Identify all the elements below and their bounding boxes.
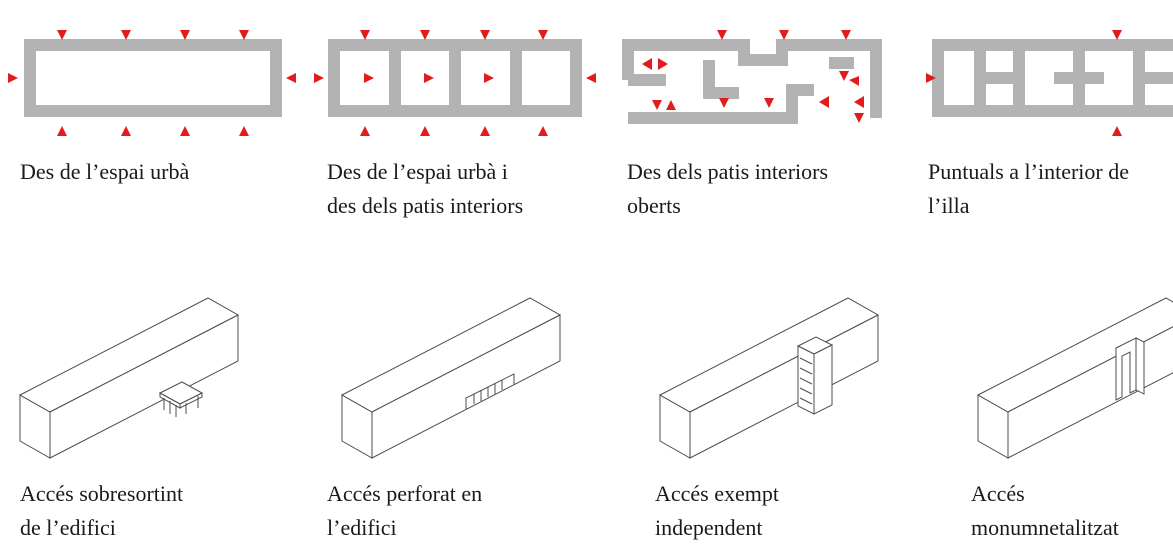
caption-open-courtyards: Des dels patis interiors oberts (627, 155, 828, 223)
volume-freestanding-diagram (658, 297, 880, 459)
tower-side (813, 344, 833, 415)
block-walls (932, 39, 1173, 117)
caption-line: Des dels patis interiors (627, 159, 829, 184)
plan-punctual-diagram (926, 30, 1173, 136)
caption-punctual: Puntuals a l’interior de l’illa (928, 155, 1129, 223)
block-side-face (371, 314, 561, 459)
caption-protruding: Accés sobresortint de l’edifici (20, 477, 183, 545)
caption-line: Puntuals a l’interior de (928, 159, 1130, 184)
portal-depth (1135, 337, 1145, 395)
caption-line: monumnetalitzat (971, 515, 1119, 540)
plan-urban-courtyards-diagram (314, 30, 596, 136)
plan-urban-diagram (8, 30, 296, 136)
caption-line: Accés sobresortint (20, 481, 184, 506)
access-arrows (314, 30, 596, 136)
access-arrows (8, 30, 296, 136)
plan-open-courtyards-diagram (622, 30, 882, 124)
caption-line: Des de l’espai urbà (20, 159, 190, 184)
caption-urban-courtyards: Des de l’espai urbà i des dels patis int… (327, 155, 523, 223)
caption-line: Accés (971, 481, 1025, 506)
block-walls (622, 39, 882, 124)
caption-perforated: Accés perforat en l’edifici (327, 477, 482, 545)
caption-line: Des de l’espai urbà i (327, 159, 508, 184)
caption-line: Accés perforat en (327, 481, 483, 506)
caption-urban: Des de l’espai urbà (20, 155, 189, 189)
caption-line: independent (655, 515, 763, 540)
caption-line: de l’edifici (20, 515, 116, 540)
volume-monumental-diagram (976, 297, 1173, 459)
caption-line: l’illa (928, 193, 970, 218)
perforation-outline (465, 373, 515, 409)
block-walls (328, 39, 582, 117)
volume-protruding-diagram (18, 297, 240, 459)
caption-line: des dels patis interiors (327, 193, 524, 218)
block-top-face (976, 297, 1173, 413)
block-walls (24, 39, 282, 117)
caption-line: l’edifici (327, 515, 397, 540)
caption-line: Accés exempt (655, 481, 779, 506)
access-arrows (642, 30, 864, 123)
access-arrows (926, 30, 1122, 136)
caption-line: oberts (627, 193, 681, 218)
caption-monumental: Accés monumnetalitzat (971, 477, 1119, 545)
volume-perforated-diagram (340, 297, 562, 459)
caption-freestanding: Accés exempt independent (655, 477, 779, 545)
block-side-face (49, 314, 239, 459)
